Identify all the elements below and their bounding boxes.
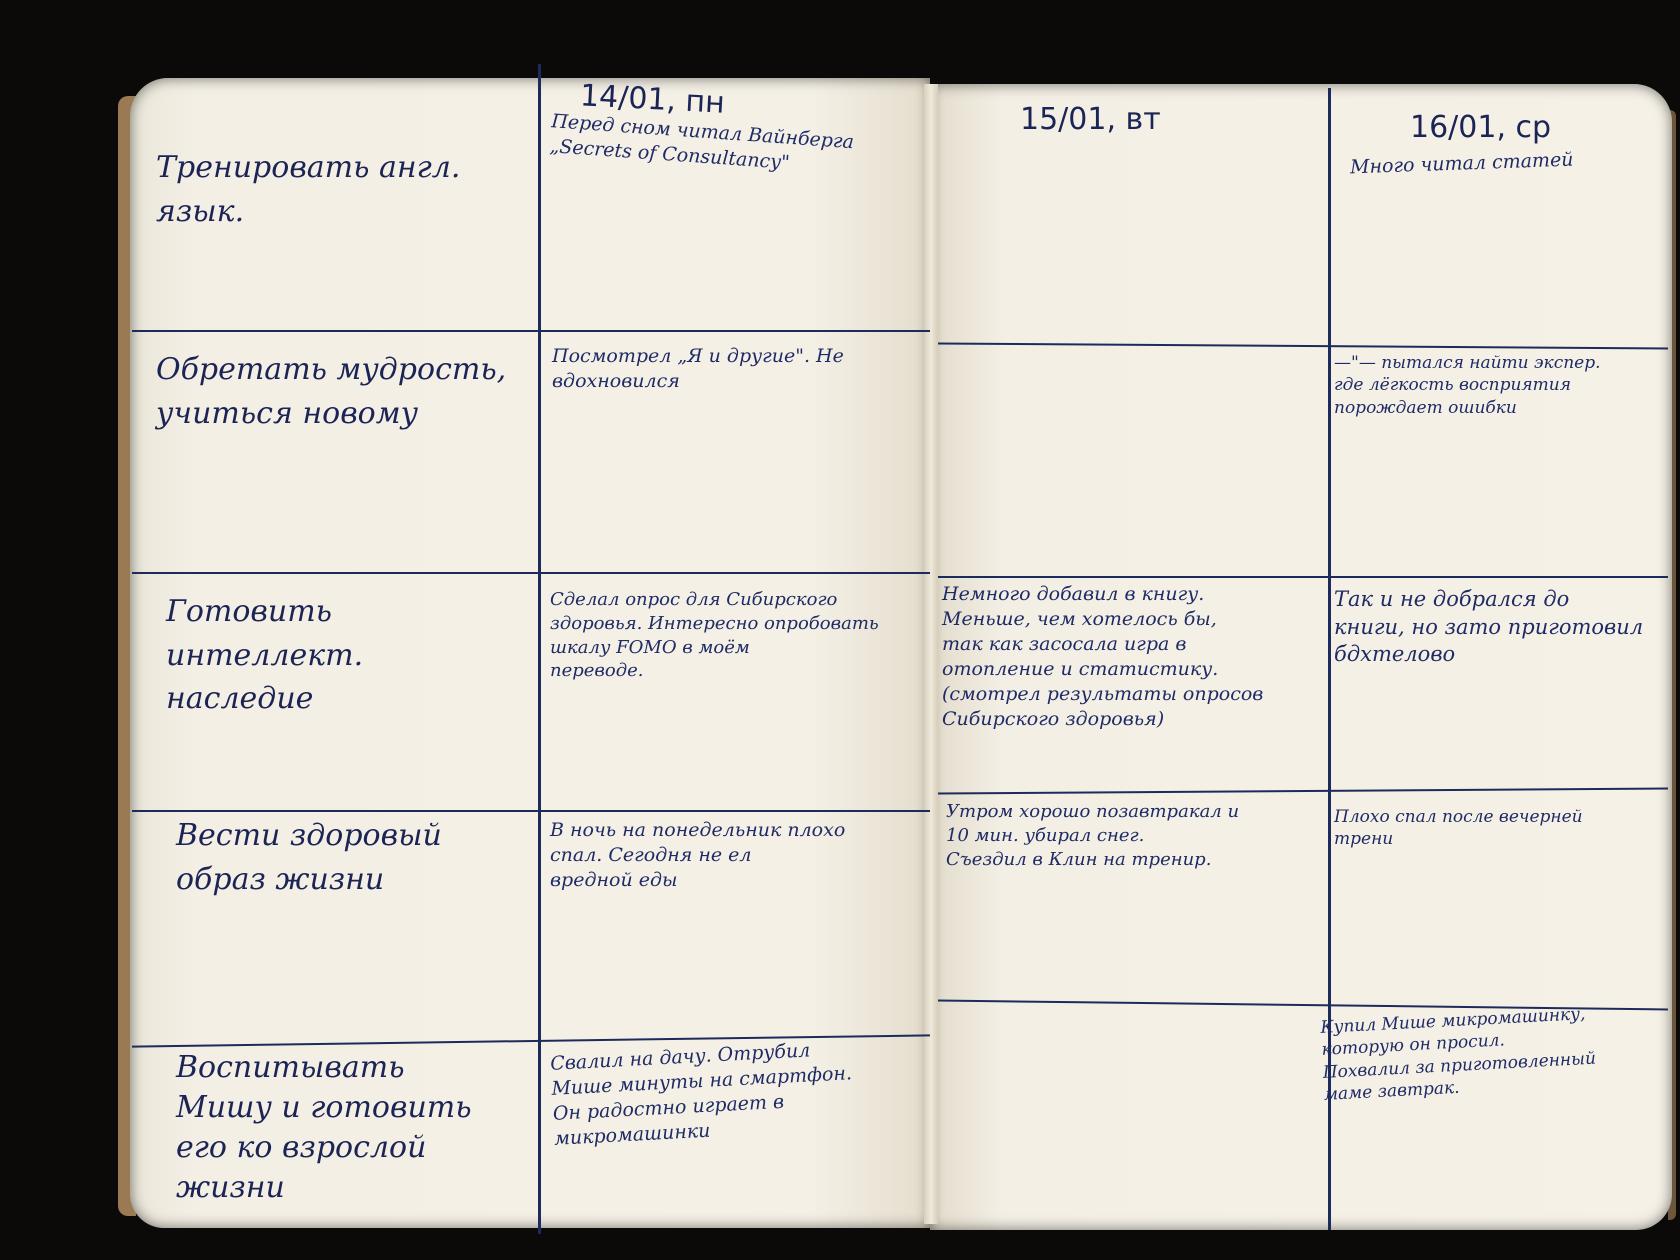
entry-row-3-day2: Немного добавил в книгу. Меньше, чем хот… [942,583,1264,731]
column-header-day2: 15/01, вт [1020,102,1161,137]
goal-row-2: Обретать мудрость, учиться новому [156,352,507,431]
entry-row-2-day1: Посмотрел „Я и другие". Не вдохновился [552,345,844,393]
vertical-rule-goals [538,64,541,1234]
right-page [930,84,1672,1230]
goal-row-5: Воспитывать Мишу и готовить его ко взрос… [176,1050,472,1205]
row-rule-left-3 [132,810,930,812]
entry-row-2-day3: —"— пытался найти экспер. где лёгкость в… [1334,353,1601,418]
vertical-rule-day3 [1328,88,1331,1230]
goal-row-3: Готовить интеллект. наследие [166,594,364,716]
goal-row-4: Вести здоровый образ жизни [176,818,442,897]
entry-row-3-day3: Так и не добрался до книги, но зато приг… [1334,587,1644,667]
row-rule-left-1 [132,330,930,332]
entry-row-4-day1: В ночь на понедельник плохо спал. Сегодн… [550,819,846,892]
column-header-day3: 16/01, ср [1410,110,1552,145]
entry-row-4-day3: Плохо спал после вечерней трени [1334,807,1583,850]
notebook-spine [924,84,938,1224]
goal-row-1: Тренировать англ. язык. [156,150,461,229]
entry-row-5-day1: Свалил на дачу. Отрубил Мише минуты на с… [549,1039,853,1151]
notebook-edge-right [1668,110,1676,1220]
entry-row-5-day3: Купил Мише микромашинку, которую он прос… [1319,1004,1597,1106]
entry-row-3-day1: Сделал опрос для Сибирского здоровья. Ин… [550,589,879,682]
entry-row-4-day2: Утром хорошо позавтракал и 10 мин. убира… [946,801,1240,870]
row-rule-right-2 [938,576,1668,578]
row-rule-left-2 [132,572,930,574]
